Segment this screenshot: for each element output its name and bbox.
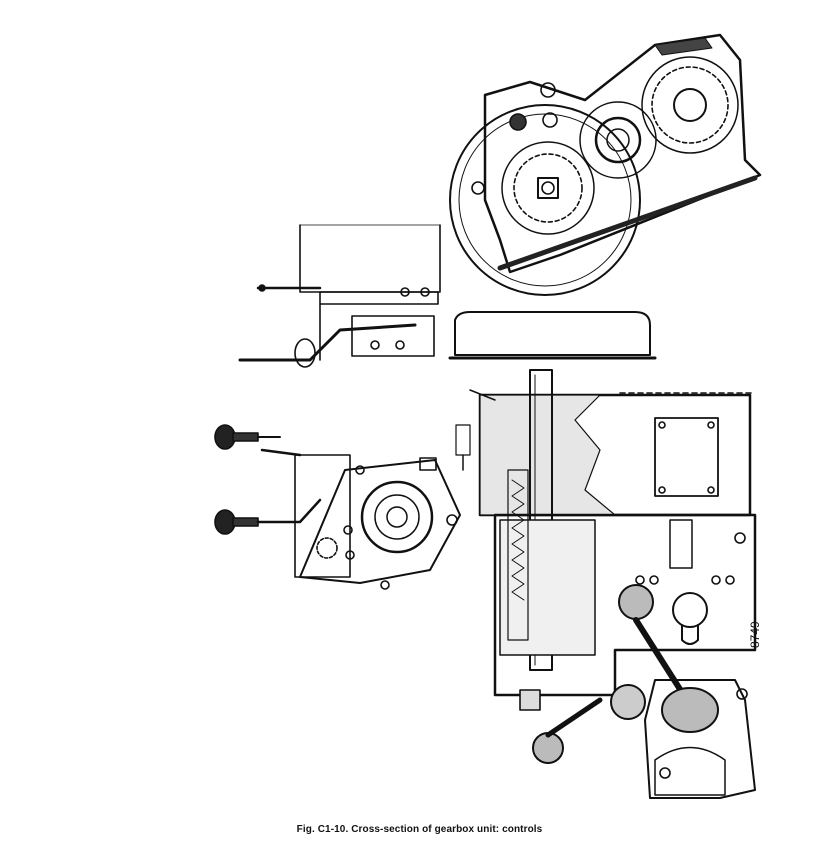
gearbox-side-cross-section	[448, 311, 757, 799]
gear-train-end-view	[449, 33, 762, 296]
figure-caption: Fig. C1-10. Cross-section of gearbox uni…	[296, 824, 543, 835]
drawing-reference-number: 8749	[748, 621, 762, 648]
selector-linkage-assembly	[238, 224, 441, 368]
gear-lever-housing	[214, 424, 461, 590]
